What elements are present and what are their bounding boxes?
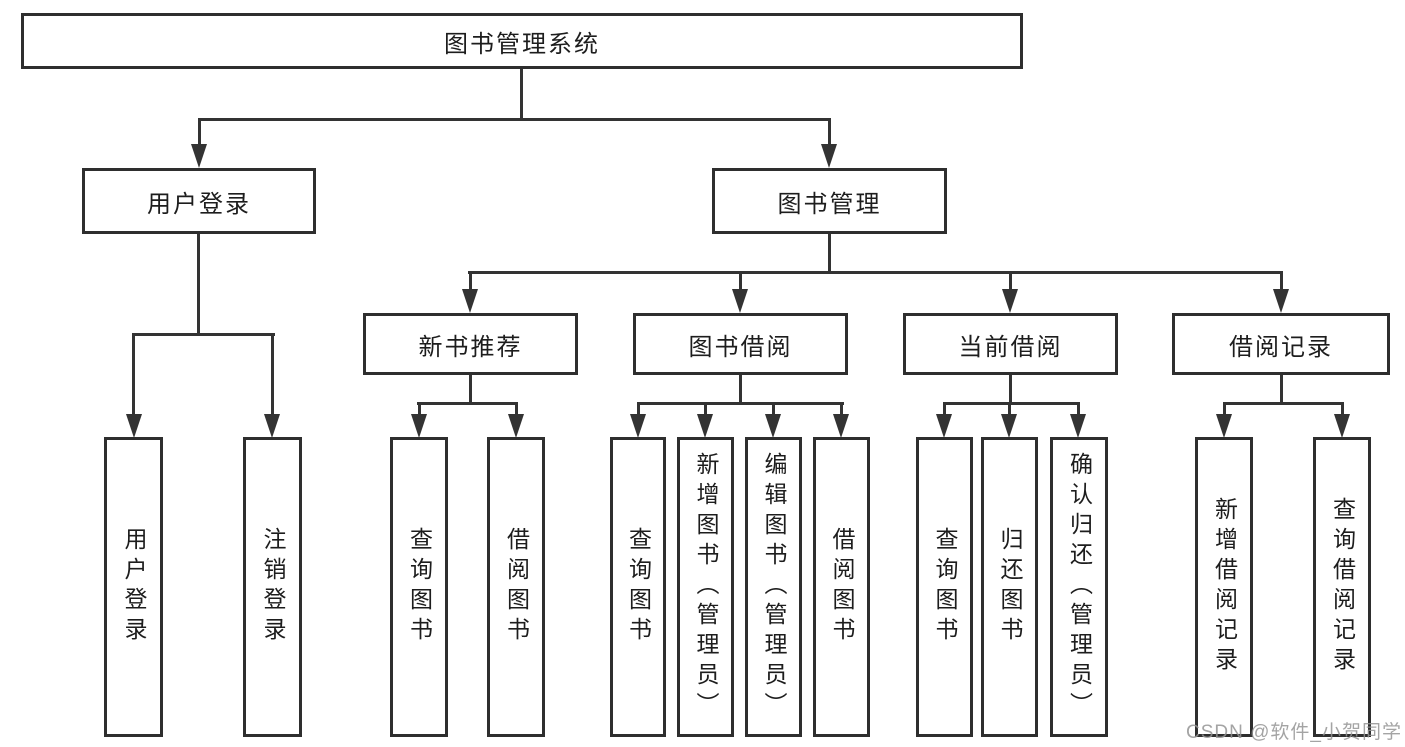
connector-line [132,333,135,417]
connector-line [1341,402,1344,418]
connector-line [1009,374,1012,405]
node-user-login: 用户登录 [82,168,316,234]
connector-line [943,402,946,418]
node-current-borrowing: 当前借阅 [903,313,1118,375]
leaf-borrow-books-recommend: 借阅图书 [487,437,545,737]
arrowhead-down-icon [936,414,952,438]
arrowhead-down-icon [732,289,748,313]
connector-line [1077,402,1080,418]
connector-line [417,402,518,405]
leaf-return-book: 归还图书 [981,437,1038,737]
connector-line [637,402,844,405]
connector-line [637,402,640,418]
leaf-query-books-recommend: 查询图书 [390,437,448,737]
connector-line [772,402,775,418]
connector-line [943,402,1080,405]
connector-line [828,118,831,150]
node-new-book-recommendation: 新书推荐 [363,313,578,375]
connector-line [739,271,742,293]
connector-line [271,333,274,417]
connector-line [1008,402,1011,418]
leaf-query-books-borrow: 查询图书 [610,437,666,737]
arrowhead-down-icon [697,414,713,438]
connector-line [1009,271,1012,293]
connector-line [132,333,275,336]
arrowhead-down-icon [1070,414,1086,438]
connector-line [515,402,518,418]
node-borrowing-records: 借阅记录 [1172,313,1390,375]
connector-line [1223,402,1344,405]
arrowhead-down-icon [1216,414,1232,438]
leaf-borrow-books: 借阅图书 [813,437,870,737]
connector-line [198,118,831,121]
connector-line [739,374,742,405]
leaf-add-book-admin: 新增图书（管理员） [677,437,734,737]
connector-line [469,374,472,405]
node-book-management: 图书管理 [712,168,947,234]
connector-line [520,69,523,120]
arrowhead-down-icon [508,414,524,438]
connector-line [469,271,472,293]
arrowhead-down-icon [462,289,478,313]
connector-line [1280,374,1283,405]
arrowhead-down-icon [1001,414,1017,438]
connector-line [840,402,843,418]
connector-line [198,118,201,150]
connector-line [828,233,831,273]
leaf-query-borrow-record: 查询借阅记录 [1313,437,1371,737]
leaf-logout: 注销登录 [243,437,302,737]
leaf-edit-book-admin: 编辑图书（管理员） [745,437,802,737]
connector-line [704,402,707,418]
arrowhead-down-icon [1273,289,1289,313]
arrowhead-down-icon [1334,414,1350,438]
arrowhead-down-icon [264,414,280,438]
arrowhead-down-icon [1002,289,1018,313]
csdn-watermark: CSDN @软件_小贺同学 [1186,722,1402,743]
connector-line [1223,402,1226,418]
connector-line [468,271,1283,274]
node-book-borrowing: 图书借阅 [633,313,848,375]
arrowhead-down-icon [821,144,837,168]
arrowhead-down-icon [411,414,427,438]
node-library-management-system: 图书管理系统 [21,13,1023,69]
arrowhead-down-icon [833,414,849,438]
connector-line [197,233,200,336]
leaf-user-login: 用户登录 [104,437,163,737]
connector-line [418,402,421,418]
leaf-query-books-current: 查询图书 [916,437,973,737]
connector-line [1280,271,1283,293]
arrowhead-down-icon [126,414,142,438]
arrowhead-down-icon [630,414,646,438]
arrowhead-down-icon [191,144,207,168]
leaf-confirm-return-admin: 确认归还（管理员） [1050,437,1108,737]
arrowhead-down-icon [765,414,781,438]
leaf-add-borrow-record: 新增借阅记录 [1195,437,1253,737]
